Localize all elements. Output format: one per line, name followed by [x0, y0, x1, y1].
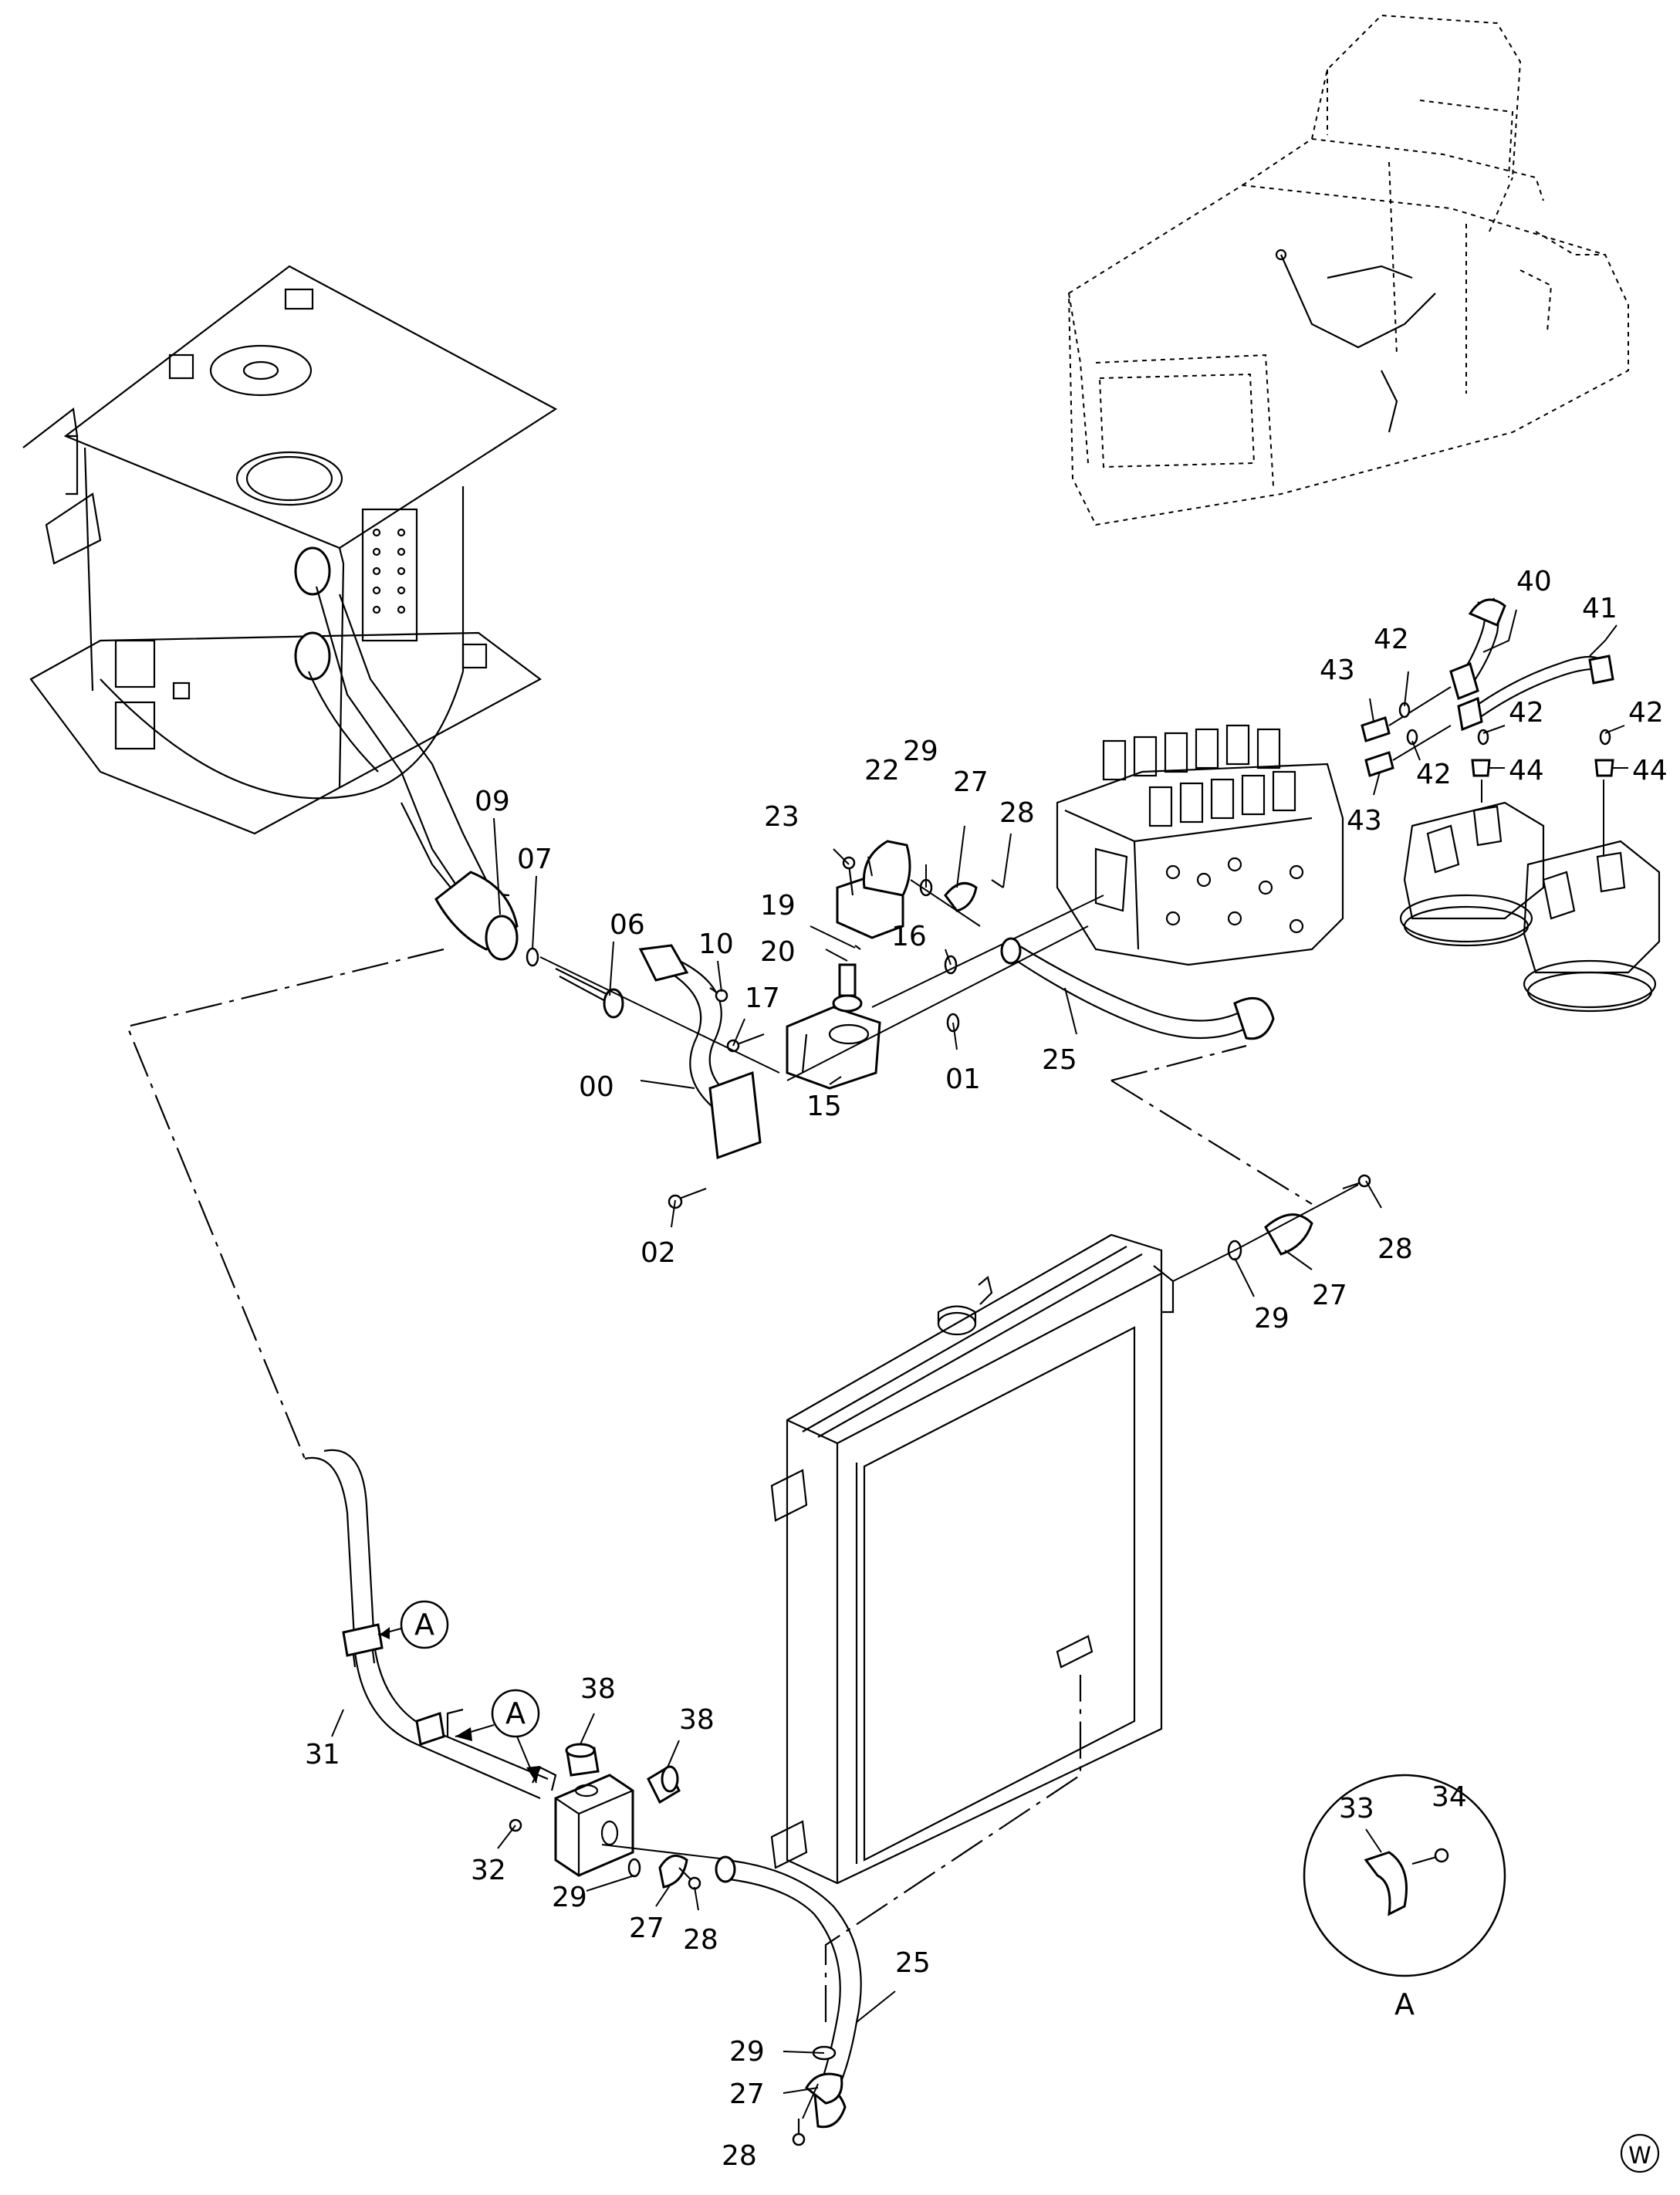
- part-06-pipe: [555, 968, 624, 1019]
- label-28-b: 28: [1377, 1233, 1413, 1265]
- label-19: 19: [760, 890, 796, 922]
- part-20-fitting: [832, 963, 863, 1013]
- label-42-d: 42: [1628, 697, 1664, 729]
- label-27-a: 27: [953, 766, 989, 798]
- label-27-d: 27: [729, 2078, 765, 2110]
- label-44-b: 44: [1632, 755, 1668, 786]
- label-09: 09: [475, 786, 510, 817]
- callout-a-marker-1: [377, 1600, 449, 1649]
- part-27-clamp-b: [1264, 1213, 1313, 1256]
- label-06: 06: [610, 909, 645, 941]
- label-27-c: 27: [629, 1913, 664, 1944]
- control-valve: [1056, 724, 1344, 966]
- label-29-b: 29: [1254, 1303, 1290, 1334]
- part-28-bolt-a: [991, 879, 1004, 888]
- tank-bolt-row: [372, 528, 406, 614]
- label-20: 20: [760, 936, 796, 968]
- label-leaders: [331, 609, 1628, 2094]
- excavator-lines-highlight: [1275, 249, 1436, 433]
- part-38-plug-b: [647, 1765, 681, 1804]
- part-42-oring-d: [1599, 729, 1611, 746]
- junction-block: [554, 1774, 634, 1877]
- part-00-tube: [638, 944, 762, 1160]
- part-31-pipe: [304, 1449, 557, 1800]
- leader-tank-to-pipe: [126, 948, 445, 1459]
- part-25-hose-upper: [1000, 937, 1275, 1040]
- leader-lower-hose-to-radiator: [824, 1675, 1082, 2022]
- part-27-clamp-a: [944, 881, 978, 912]
- hydraulic-tank: [22, 265, 558, 835]
- label-25-upper: 25: [1042, 1044, 1077, 1076]
- w-mark-letter: W: [1628, 2143, 1651, 2170]
- label-33: 33: [1339, 1793, 1374, 1825]
- part-43-fitting-a: [1361, 716, 1391, 742]
- part-09-hose: [434, 871, 519, 961]
- part-44-fitting-b: [1594, 759, 1614, 777]
- excavator-outline: [1067, 14, 1629, 526]
- part-27-clamp-d: [805, 2072, 843, 2105]
- label-15: 15: [806, 1091, 842, 1122]
- label-25-lower: 25: [895, 1947, 931, 1979]
- label-07: 07: [517, 844, 553, 875]
- label-34: 34: [1432, 1781, 1467, 1813]
- leader-hose-to-radiator: [1110, 1044, 1313, 1205]
- label-43-b: 43: [1347, 805, 1382, 837]
- part-22-elbow: [836, 840, 911, 939]
- detail-a-view: [1303, 1774, 1506, 1977]
- label-16: 16: [891, 921, 927, 952]
- swing-motor-left: [1399, 801, 1545, 947]
- label-10: 10: [698, 928, 734, 960]
- label-43-a: 43: [1320, 654, 1355, 686]
- callout-a-marker-2: [455, 1689, 540, 1784]
- label-29-c: 29: [552, 1882, 587, 1913]
- callout-letters: A A A: [414, 1608, 1415, 2021]
- label-28-c: 28: [683, 1924, 718, 1956]
- label-32: 32: [471, 1855, 506, 1886]
- assembly-centre-lines: [539, 879, 1104, 1081]
- label-41: 41: [1582, 593, 1617, 624]
- label-22: 22: [864, 755, 900, 786]
- label-28-a: 28: [999, 797, 1035, 829]
- label-38-b: 38: [679, 1704, 715, 1736]
- label-01: 01: [945, 1064, 981, 1095]
- callout-a-1: A: [414, 1608, 434, 1642]
- part-44-fitting-a: [1471, 759, 1491, 777]
- part-labels: 00 01 02 06 07 09 10 15 16 17 19 20 22 2…: [305, 566, 1668, 2172]
- oil-cooler: [770, 1233, 1175, 1885]
- part-15-block: [786, 1006, 881, 1090]
- label-42-b: 42: [1416, 759, 1452, 790]
- part-38-plug-a: [565, 1743, 600, 1777]
- label-28-d: 28: [722, 2140, 757, 2172]
- label-02: 02: [641, 1237, 676, 1269]
- part-43-fitting-b: [1364, 751, 1394, 777]
- part-42-oring-c: [1477, 729, 1489, 746]
- label-00: 00: [579, 1071, 614, 1103]
- label-29-d: 29: [729, 2036, 765, 2068]
- part-07-oring: [526, 947, 539, 967]
- part-29-oring-c: [627, 1858, 641, 1878]
- label-29-a: 29: [903, 736, 938, 767]
- label-27-b: 27: [1312, 1280, 1347, 1311]
- label-44-a: 44: [1509, 755, 1544, 786]
- label-23: 23: [764, 801, 799, 833]
- label-31: 31: [305, 1739, 340, 1771]
- detail-a-label: A: [1394, 1987, 1415, 2021]
- label-17: 17: [745, 983, 780, 1014]
- swing-motor-right: [1523, 840, 1661, 1013]
- part-23-bolt: [847, 864, 854, 896]
- label-40: 40: [1516, 566, 1552, 597]
- part-42-oring-b: [1406, 729, 1418, 746]
- part-41-hose: [1457, 654, 1614, 732]
- w-mark: W: [1620, 2133, 1660, 2173]
- label-42-a: 42: [1374, 624, 1409, 655]
- callout-a-2: A: [505, 1696, 526, 1730]
- part-40-hose: [1449, 597, 1506, 701]
- label-42-c: 42: [1509, 697, 1544, 729]
- part-19-oring: [854, 945, 861, 950]
- label-38-a: 38: [580, 1673, 616, 1705]
